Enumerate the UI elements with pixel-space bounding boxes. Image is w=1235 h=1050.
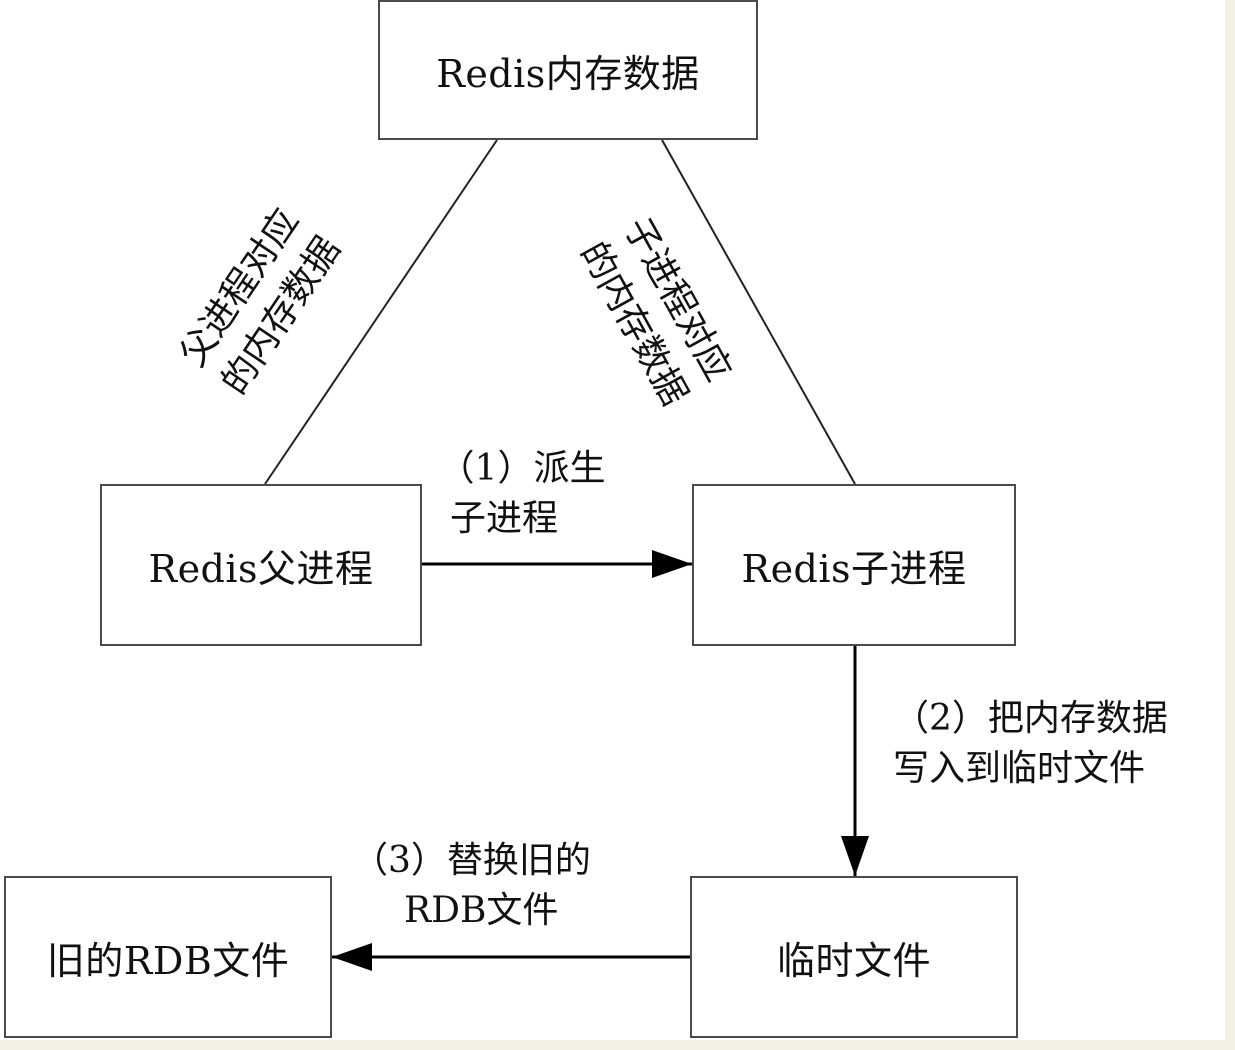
temp-file-node: 临时文件 bbox=[690, 876, 1018, 1038]
old-rdb-file-node: 旧的RDB文件 bbox=[4, 876, 332, 1038]
fork-arrowhead bbox=[652, 550, 692, 578]
replace-rdb-label-line2: RDB文件 bbox=[404, 890, 559, 931]
write-temp-label: （2）把内存数据 写入到临时文件 bbox=[893, 694, 1223, 794]
child-memory-line bbox=[661, 139, 856, 485]
parent-memory-line bbox=[264, 139, 498, 485]
fork-label: （1）派生 子进程 bbox=[422, 444, 622, 544]
replace-rdb-arrowhead bbox=[332, 943, 372, 971]
replace-rdb-label-line1: （3）替换旧的 bbox=[352, 840, 591, 881]
write-temp-label-line1: （2）把内存数据 bbox=[893, 698, 1168, 739]
write-temp-label-line2: 写入到临时文件 bbox=[893, 748, 1146, 789]
fork-label-line1: （1）派生 bbox=[438, 448, 606, 489]
replace-rdb-label: （3）替换旧的 RDB文件 bbox=[352, 836, 652, 936]
parent-process-node: Redis父进程 bbox=[100, 484, 422, 646]
child-process-node: Redis子进程 bbox=[692, 484, 1016, 646]
write-temp-arrowhead bbox=[841, 836, 869, 876]
fork-label-line2: 子进程 bbox=[450, 498, 559, 539]
memory-data-node: Redis内存数据 bbox=[378, 0, 758, 140]
